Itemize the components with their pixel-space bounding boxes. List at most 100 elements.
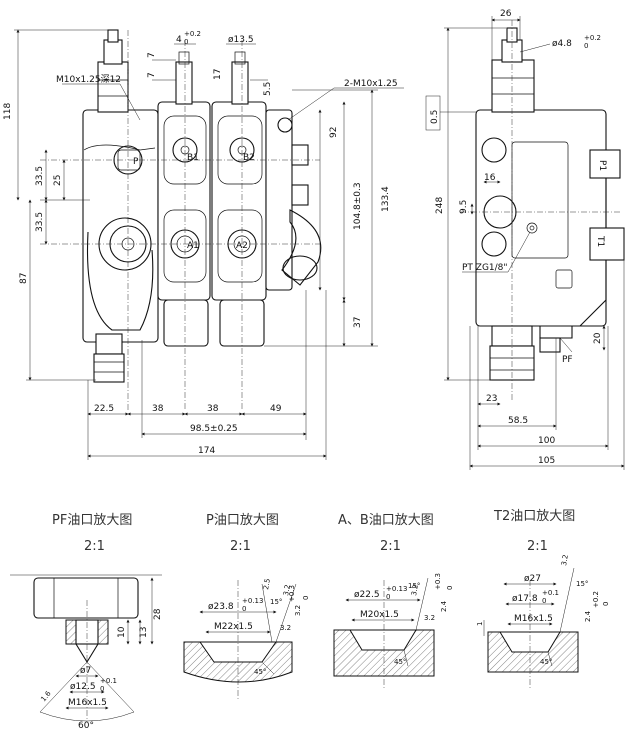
ab-dim-45: 45° <box>394 658 406 666</box>
dim-4: 4 <box>176 35 182 45</box>
dim-13-5: ø13.5 <box>228 35 254 45</box>
p-dim-45: 45° <box>254 668 266 676</box>
pf-dim-7: ø7 <box>80 666 91 676</box>
detail-p: P油口放大图 2:1 ø23.8 +0.13 0 M22x1.5 2.5 15°… <box>183 513 310 700</box>
t2-dim-tol-02: +0.2 <box>592 591 600 608</box>
t2-dim-27: ø27 <box>524 574 541 584</box>
label-pt-zg: PT ZG1/8" <box>462 263 508 273</box>
t2-dim-m16: M16x1.5 <box>514 614 553 624</box>
pf-dim-13: 13 <box>139 627 149 638</box>
dim-100: 100 <box>538 436 555 446</box>
dim-58-5: 58.5 <box>508 416 528 426</box>
dim-26: 26 <box>500 9 512 19</box>
ab-dim-3-2-b: 3.2 <box>424 614 435 622</box>
p-dim-3-2-a: 3.2 <box>282 584 292 596</box>
dim-104-8: 104.8±0.3 <box>353 182 363 230</box>
detail-t2-scale: 2:1 <box>527 539 548 554</box>
dim-4-tol2: 0 <box>184 38 188 46</box>
dim-98-5: 98.5±0.25 <box>190 424 238 434</box>
pf-dim-1-6: 1.6 <box>39 689 53 703</box>
label-port-b2: B2 <box>243 153 255 163</box>
p-dim-15: 15° <box>270 598 282 606</box>
t2-dim-15: 15° <box>576 580 588 588</box>
ab-dim-tol-03: +0.3 <box>434 573 442 590</box>
dim-174: 174 <box>198 446 215 456</box>
p-dim-m22: M22x1.5 <box>214 622 253 632</box>
ab-dim-3-2-a: 3.2 <box>410 584 420 596</box>
ab-dim-22-5: ø22.5 <box>354 590 380 600</box>
detail-t2-title: T2油口放大图 <box>493 509 575 524</box>
dim-33-5-b: 33.5 <box>35 212 45 232</box>
label-port-p: P <box>133 157 139 167</box>
ab-dim-22-5-tol: +0.13 <box>386 585 407 593</box>
pf-dim-10: 10 <box>117 626 127 638</box>
front-dimension-lines <box>14 29 404 460</box>
front-dimension-text: 118 87 33.5 25 33.5 92 104.8±0.3 133.4 3… <box>3 30 398 456</box>
dim-4-tol: +0.2 <box>184 30 201 38</box>
detail-p-scale: 2:1 <box>230 539 251 554</box>
pf-dim-12-5-tol2: 0 <box>100 685 104 693</box>
dim-248: 248 <box>435 197 445 214</box>
p-dim-tol-03: +0.3 <box>288 585 296 602</box>
ab-dim-m20: M20x1.5 <box>360 610 399 620</box>
ab-dim-2-4: 2.4 <box>440 600 448 612</box>
p-dim-2-5: 2.5 <box>262 578 272 590</box>
dim-5-5: 5.5 <box>263 82 273 96</box>
label-port-t1: T1 <box>595 235 605 247</box>
inlet-section <box>82 29 159 383</box>
outlet-section <box>265 109 322 291</box>
side-view <box>460 20 625 400</box>
ab-dim-15: 15° <box>408 582 420 590</box>
label-pf: PF <box>562 355 573 365</box>
dim-23: 23 <box>486 394 497 404</box>
t2-dim-17-8-tol: +0.1 <box>542 589 559 597</box>
label-2-m10: 2-M10x1.25 <box>344 79 398 89</box>
dim-37: 37 <box>353 317 363 328</box>
pf-dim-12-5: ø12.5 <box>70 682 96 692</box>
dim-118: 118 <box>3 103 13 120</box>
detail-pf-title: PF油口放大图 <box>52 513 132 528</box>
p-dim-23-8: ø23.8 <box>208 602 234 612</box>
detail-p-title: P油口放大图 <box>206 513 279 528</box>
dim-7-b: 7 <box>147 72 157 78</box>
label-port-p1: P1 <box>597 160 607 171</box>
pf-dim-12-5-tol: +0.1 <box>100 677 117 685</box>
label-flat-0-5: 0.5 <box>430 110 440 124</box>
dim-7-a: 7 <box>147 52 157 58</box>
pf-dim-m16: M16x1.5 <box>68 698 107 708</box>
label-m10-depth12: M10x1.25深12 <box>56 74 121 85</box>
t2-dim-1: 1 <box>476 622 484 626</box>
pf-dim-60: 60° <box>78 721 94 731</box>
dim-49: 49 <box>270 404 282 414</box>
pf-dim-28: 28 <box>153 608 163 620</box>
detail-ab-title: A、B油口放大图 <box>338 513 434 528</box>
label-port-a2: A2 <box>236 241 248 251</box>
dim-9-5: 9.5 <box>459 200 469 214</box>
detail-t2: T2油口放大图 2:1 ø27 ø17.8 +0.1 0 M16x1.5 1 3… <box>476 509 610 690</box>
dim-20: 20 <box>593 332 603 344</box>
t2-dim-45: 45° <box>540 658 552 666</box>
p-dim-tol-0: 0 <box>302 596 310 600</box>
dim-38-a: 38 <box>152 404 164 414</box>
work-section-2 <box>211 51 267 347</box>
label-port-a1: A1 <box>187 241 199 251</box>
dim-17: 17 <box>213 69 223 80</box>
front-view <box>40 29 322 410</box>
side-dimension-lines <box>425 16 625 470</box>
t2-dim-17-8-tol2: 0 <box>542 597 546 605</box>
detail-ab-scale: 2:1 <box>380 539 401 554</box>
t2-dim-tol-0: 0 <box>602 602 610 606</box>
t2-dim-17-8: ø17.8 <box>512 594 538 604</box>
work-section-1 <box>157 51 211 347</box>
ab-dim-tol-0: 0 <box>446 586 454 590</box>
dim-4-8-tol2: 0 <box>584 42 588 50</box>
detail-pf-scale: 2:1 <box>84 539 105 554</box>
dim-38-b: 38 <box>207 404 219 414</box>
dim-105: 105 <box>538 456 555 466</box>
p-dim-3-2-c: 3.2 <box>280 624 291 632</box>
t2-dim-2-4: 2.4 <box>584 610 592 622</box>
ab-dim-22-5-tol2: 0 <box>386 593 390 601</box>
p-dim-3-2-b: 3.2 <box>294 605 302 616</box>
dim-22-5: 22.5 <box>94 404 114 414</box>
label-port-b1: B1 <box>187 153 199 163</box>
